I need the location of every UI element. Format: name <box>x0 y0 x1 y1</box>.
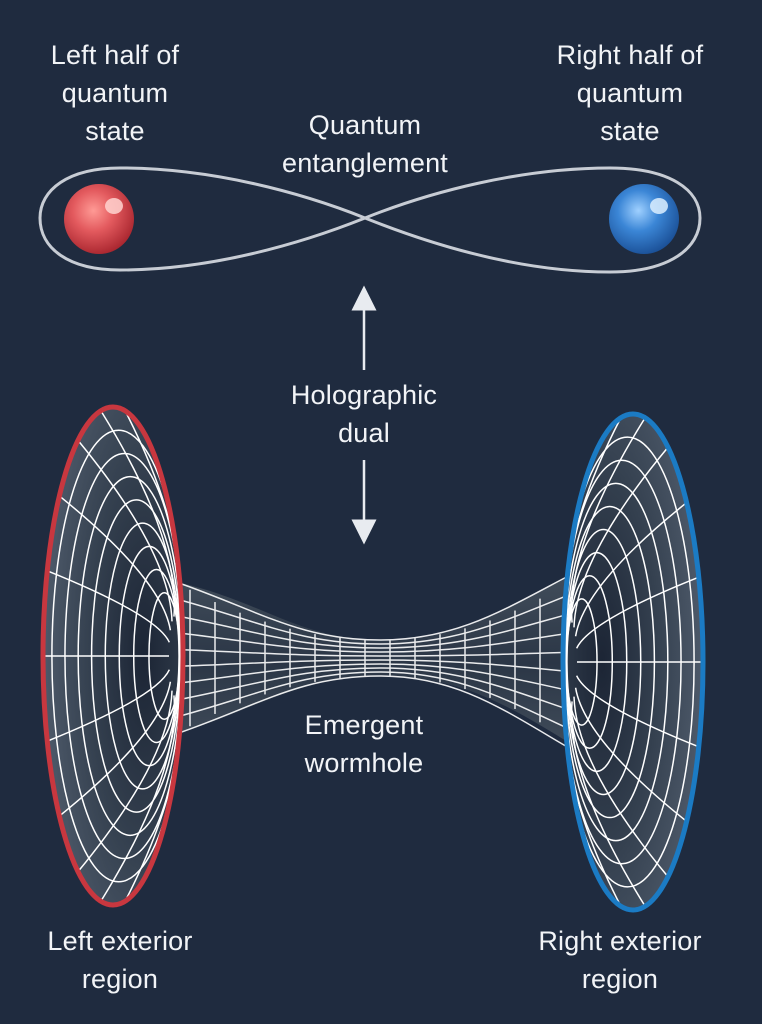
funnel-spoke <box>574 687 688 822</box>
left-state-line-3: state <box>85 116 145 146</box>
left-state-line-2: quantum <box>61 78 169 108</box>
throat-line <box>175 659 609 676</box>
right-state-line-3: state <box>600 116 660 146</box>
entanglement-label: Quantum entanglement <box>255 106 475 182</box>
right-exterior-label: Right exterior region <box>510 922 730 998</box>
funnel-spoke <box>77 690 173 873</box>
funnel-spoke <box>575 675 700 748</box>
holographic-label: Holographic dual <box>264 376 464 452</box>
funnel-spoke <box>46 669 171 742</box>
left-exterior-line-2: region <box>81 964 159 994</box>
holographic-line-1: Holographic <box>290 380 438 410</box>
funnel-spoke <box>46 570 171 643</box>
right-exterior-line-1: Right exterior <box>538 926 702 956</box>
funnel-spoke <box>77 439 173 622</box>
wormhole-line-2: wormhole <box>304 748 424 778</box>
left-exterior-line-1: Left exterior <box>47 926 193 956</box>
holographic-line-2: dual <box>338 418 390 448</box>
left-exterior-label: Left exterior region <box>20 922 220 998</box>
left-particle <box>64 184 134 254</box>
entanglement-loop <box>38 166 702 274</box>
funnel-spoke <box>58 495 172 631</box>
funnel-spoke <box>570 417 646 623</box>
funnel-spoke <box>574 502 688 637</box>
right-state-line-1: Right half of <box>556 40 704 70</box>
funnel-spoke <box>570 701 646 907</box>
entanglement-line-2: entanglement <box>281 148 449 178</box>
throat-line <box>175 667 609 724</box>
right-exterior-line-2: region <box>581 964 659 994</box>
funnel-spoke <box>573 696 669 878</box>
throat-line <box>175 675 609 771</box>
funnel-spoke <box>100 410 176 617</box>
entanglement-line-1: Quantum <box>308 110 422 140</box>
left-state-line-1: Left half of <box>50 40 180 70</box>
throat-line <box>175 602 609 649</box>
left-exterior-funnel <box>40 404 186 908</box>
wormhole-label: Emergent wormhole <box>274 706 454 782</box>
throat-line <box>175 663 609 700</box>
throat-line <box>175 555 609 641</box>
funnel-spoke <box>575 576 700 649</box>
right-exterior-funnel <box>560 411 706 913</box>
throat-line <box>175 648 609 657</box>
wormhole-line-1: Emergent <box>304 710 424 740</box>
right-particle <box>609 184 679 254</box>
left-state-label: Left half of quantum state <box>20 36 210 150</box>
right-state-label: Right half of quantum state <box>530 36 730 150</box>
right-state-line-2: quantum <box>576 78 684 108</box>
throat-line <box>175 671 609 747</box>
funnel-spoke <box>573 446 669 628</box>
wormhole-throat <box>175 555 612 771</box>
funnel-spoke <box>58 681 172 817</box>
funnel-spoke <box>100 695 176 902</box>
throat-line <box>175 579 609 645</box>
throat-line <box>175 626 609 653</box>
